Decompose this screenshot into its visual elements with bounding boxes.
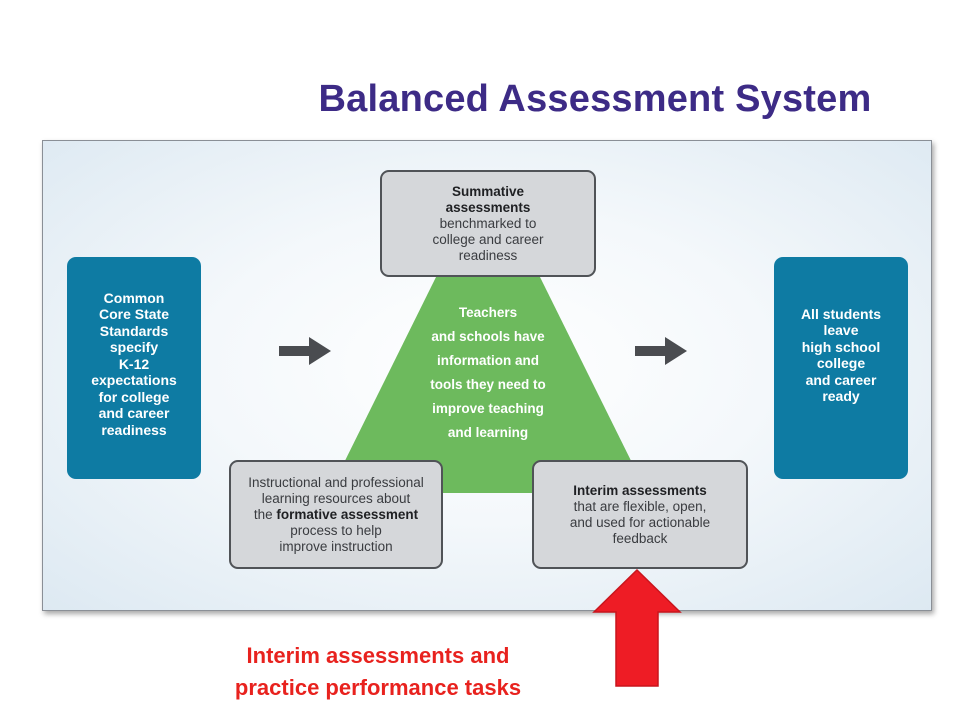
interim-assessments-box: Interim assessments that are flexible, o… <box>532 460 748 569</box>
standards-box: Common Core State Standards specify K-12… <box>67 257 201 479</box>
triangle-center-text: Teachers and schools have information an… <box>430 305 546 440</box>
formative-line-3-prefix: the <box>253 506 277 522</box>
formative-line-5: improve instruction <box>279 538 393 554</box>
formative-line-1: Instructional and professional <box>248 474 424 490</box>
interim-heading: Interim assessments <box>573 482 707 498</box>
formative-line-2: learning resources about <box>261 490 411 506</box>
summative-description: benchmarked to college and career readin… <box>432 215 544 263</box>
center-triangle <box>329 271 647 493</box>
formative-line-3: the formative assessment <box>254 507 418 523</box>
callout-caption: Interim assessments and practice perform… <box>234 643 522 700</box>
students-outcome-box: All students leave high school college a… <box>774 257 908 479</box>
diagram-panel: Common Core State Standards specify K-12… <box>42 140 932 611</box>
formative-assessment-term: formative assessment <box>276 506 419 522</box>
interim-description: that are flexible, open, and used for ac… <box>569 498 711 546</box>
summative-heading: Summative assessments <box>445 183 531 215</box>
slide-title: Balanced Assessment System <box>318 78 872 120</box>
summative-assessments-box: Summative assessments benchmarked to col… <box>380 170 596 277</box>
right-arrow-icon <box>279 337 331 365</box>
formative-line-4: process to help <box>290 522 382 538</box>
right-arrow-icon <box>635 337 687 365</box>
up-arrow-icon <box>592 568 682 687</box>
formative-resources-box: Instructional and professional learning … <box>229 460 443 569</box>
